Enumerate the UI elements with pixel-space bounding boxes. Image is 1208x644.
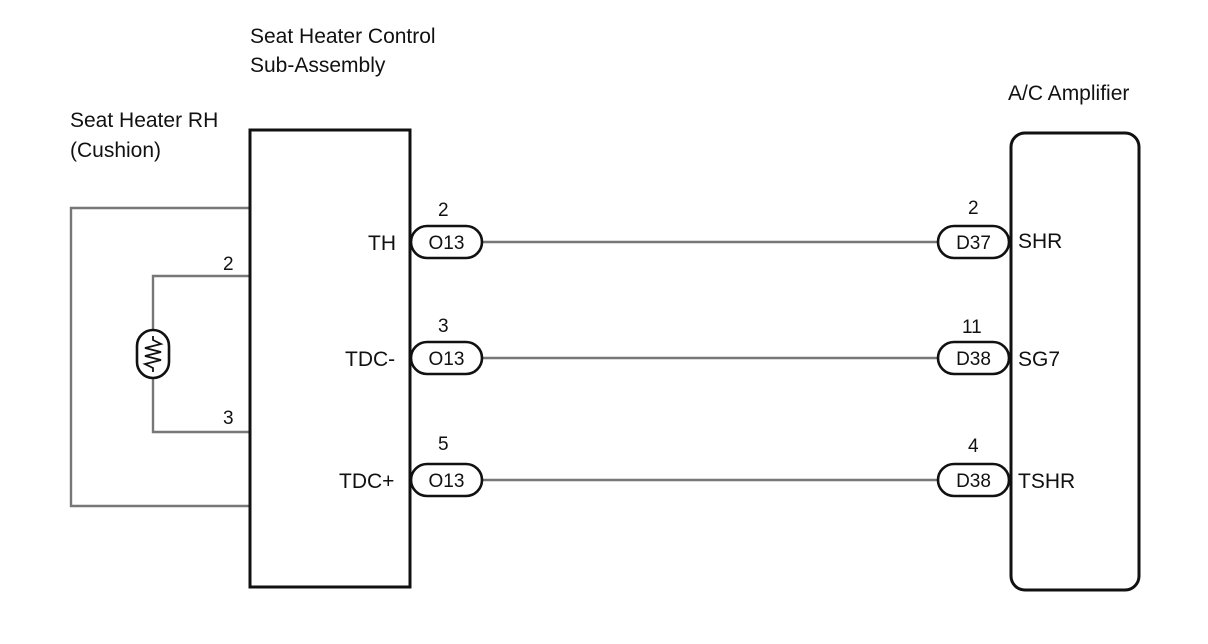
heater-title-line2: (Cushion) [70,139,161,162]
connector-o13-tdc-minus [409,340,484,376]
connector-d38-tshr [936,462,1011,498]
circuit-tdc-minus-sg7: TDC- 3 O13 11 D38 SG7 [345,316,1060,376]
terminal-shr: SHR [1018,230,1062,253]
connector-d38-sg7 [936,340,1011,376]
circuit-tdc-plus-tshr: TDC+ 5 O13 4 D38 TSHR [339,434,1075,498]
terminal-th: TH [368,232,396,255]
connector-o13-th [409,224,484,260]
amplifier-title: A/C Amplifier [1008,82,1129,105]
pin-tdc-plus: 5 [438,434,449,455]
terminal-sg7: SG7 [1018,348,1060,371]
connector-o13-tdc-minus-label: O13 [429,349,465,370]
pin-tshr: 4 [968,436,979,457]
connector-o13-th-label: O13 [429,233,465,254]
heater-sensor-wire-lower [151,378,250,434]
heater-title-line1: Seat Heater RH [70,109,218,132]
control-title-line2: Sub-Assembly [250,54,386,77]
circuit-th-shr: TH 2 O13 2 D37 SHR [368,198,1062,260]
heater-outer-wire [69,206,250,508]
heater-pin-number-2: 3 [223,408,234,429]
terminal-tdc-minus: TDC- [345,348,395,371]
connector-d38-tshr-label: D38 [956,471,991,492]
connector-d38-sg7-label: D38 [956,349,991,370]
heater-sensor-wire-upper [151,274,250,330]
control-title-line1: Seat Heater Control [250,25,436,48]
pin-sg7: 11 [962,317,982,338]
pin-tdc-minus: 3 [438,316,449,337]
amplifier-box [1009,131,1141,592]
thermistor-icon [135,328,171,380]
connector-d37-shr [936,224,1011,260]
terminal-tshr: TSHR [1018,470,1075,493]
heater-pin-number-1: 2 [223,254,234,275]
control-subassembly-box [248,128,412,589]
pin-shr: 2 [968,198,979,219]
pin-th: 2 [438,200,449,221]
terminal-tdc-plus: TDC+ [339,470,394,493]
connector-o13-tdc-plus-label: O13 [429,471,465,492]
connector-o13-tdc-plus [409,462,484,498]
connector-d37-shr-label: D37 [956,233,991,254]
